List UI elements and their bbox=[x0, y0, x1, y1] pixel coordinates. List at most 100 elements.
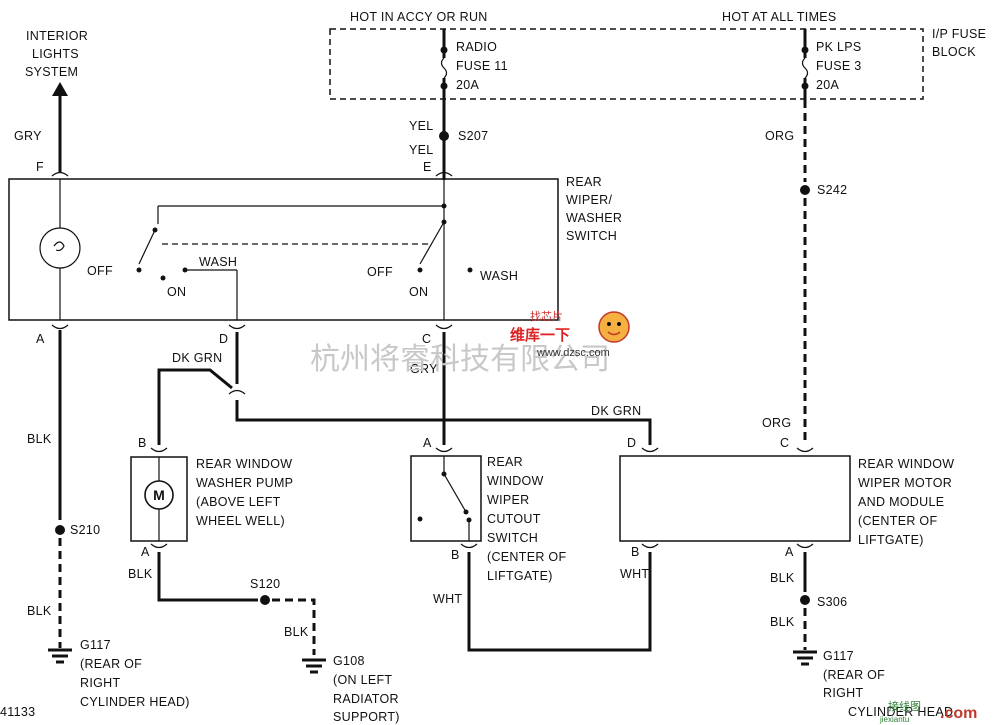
watermark-bottom-site: .com bbox=[940, 705, 977, 722]
pin-a-switch-label: A bbox=[36, 332, 45, 346]
connector-b-pump bbox=[150, 447, 168, 453]
pin-e-label: E bbox=[423, 160, 432, 174]
connector-a-switch bbox=[51, 324, 69, 330]
pump-name-2: WASHER PUMP bbox=[196, 476, 293, 490]
wiper-motor-module-box bbox=[619, 455, 851, 542]
watermark-logo: 维库一下 bbox=[510, 326, 570, 344]
connector-d-motor bbox=[641, 447, 659, 453]
motor-name-3: AND MODULE bbox=[858, 495, 944, 509]
blk-wire-label-left-2: BLK bbox=[27, 604, 52, 618]
left-wash-label: WASH bbox=[199, 255, 237, 269]
splice-s120-label: S120 bbox=[250, 577, 280, 591]
pin-a-motor-label: A bbox=[785, 545, 794, 559]
g117-right-label-2: (REAR OF bbox=[823, 668, 885, 682]
radio-fuse-label-2: FUSE 11 bbox=[456, 59, 508, 73]
pin-a-pump-label: A bbox=[141, 545, 150, 559]
switch-name-3: WASHER bbox=[566, 211, 622, 225]
gry-wire-label-top: GRY bbox=[14, 129, 42, 143]
connector-c-motor bbox=[796, 447, 814, 453]
right-off-label: OFF bbox=[367, 265, 393, 279]
right-wash-label: WASH bbox=[480, 269, 518, 283]
connector-a-cutout bbox=[435, 447, 453, 453]
connector-c-switch bbox=[435, 324, 453, 330]
rear-wiper-washer-switch-box bbox=[8, 178, 559, 321]
motor-name-2: WIPER MOTOR bbox=[858, 476, 952, 490]
blk-wire-label-left: BLK bbox=[27, 432, 52, 446]
switch-name-2: WIPER/ bbox=[566, 193, 612, 207]
fuse-block-label-1: I/P FUSE bbox=[932, 27, 986, 41]
cutout-name-3: WIPER bbox=[487, 493, 529, 507]
ground-g108-symbol bbox=[302, 658, 326, 674]
splice-s242 bbox=[800, 185, 810, 195]
watermark-bottom-cn: 接线图 bbox=[888, 699, 921, 713]
radio-fuse-node bbox=[440, 46, 448, 54]
pump-name-1: REAR WINDOW bbox=[196, 457, 292, 471]
pin-b-pump-label: B bbox=[138, 436, 147, 450]
pin-c-motor-label: C bbox=[780, 436, 789, 450]
watermark-bottom-en: jiexiantu bbox=[879, 715, 909, 724]
cutout-name-2: WINDOW bbox=[487, 474, 544, 488]
motor-name-1: REAR WINDOW bbox=[858, 457, 954, 471]
pin-c-switch-label: C bbox=[422, 332, 431, 346]
g117-left-label-2: (REAR OF bbox=[80, 657, 142, 671]
pin-d-motor-label: D bbox=[627, 436, 636, 450]
wht-wire-label-right: WHT bbox=[620, 567, 649, 581]
gry-wire-label-cutout: GRY bbox=[410, 362, 438, 376]
cutout-switch-blade bbox=[443, 473, 467, 513]
hot-all-times-label: HOT AT ALL TIMES bbox=[722, 10, 837, 24]
org-wire-label-top: ORG bbox=[765, 129, 794, 143]
left-on-label: ON bbox=[167, 285, 186, 299]
g117-left-label-4: CYLINDER HEAD) bbox=[80, 695, 190, 709]
left-off-label: OFF bbox=[87, 264, 113, 278]
g108-label-4: SUPPORT) bbox=[333, 710, 400, 724]
splice-s207 bbox=[439, 131, 449, 141]
interior-lights-label-1: INTERIOR bbox=[26, 29, 88, 43]
motor-symbol: M bbox=[153, 487, 165, 503]
interior-lights-arrow bbox=[52, 82, 68, 96]
cutout-name-7: LIFTGATE) bbox=[487, 569, 553, 583]
dk-grn-wire-label-2: DK GRN bbox=[591, 404, 641, 418]
pump-name-4: WHEEL WELL) bbox=[196, 514, 285, 528]
pin-b-motor-label: B bbox=[631, 545, 640, 559]
splice-s210 bbox=[55, 525, 65, 535]
watermark-logo-top: 找芯片 bbox=[530, 309, 563, 323]
pin-d-switch-label: D bbox=[219, 332, 228, 346]
connector-b-motor bbox=[641, 543, 659, 549]
switch-name-1: REAR bbox=[566, 175, 602, 189]
cutout-name-4: CUTOUT bbox=[487, 512, 541, 526]
pklps-fuse-node bbox=[801, 46, 809, 54]
blk-wire-label-right-2: BLK bbox=[770, 615, 795, 629]
cutout-name-1: REAR bbox=[487, 455, 523, 469]
g117-right-label-1: G117 bbox=[823, 649, 854, 663]
figure-id: 41133 bbox=[0, 705, 35, 719]
connector-d-switch bbox=[228, 324, 246, 330]
cutout-name-6: (CENTER OF bbox=[487, 550, 566, 564]
g117-right-label-3: RIGHT bbox=[823, 686, 863, 700]
splice-s306-label: S306 bbox=[817, 595, 847, 609]
pump-name-3: (ABOVE LEFT bbox=[196, 495, 281, 509]
splice-s306 bbox=[800, 595, 810, 605]
splice-s120 bbox=[260, 595, 270, 605]
blk-wire-label-right: BLK bbox=[770, 571, 795, 585]
switch-name-4: SWITCH bbox=[566, 229, 617, 243]
left-switch-blade bbox=[138, 229, 156, 265]
connector-e bbox=[435, 171, 453, 177]
g108-label-2: (ON LEFT bbox=[333, 673, 392, 687]
g117-left-label-1: G117 bbox=[80, 638, 111, 652]
pklps-fuse-label-3: 20A bbox=[816, 78, 840, 92]
connector-f bbox=[51, 171, 69, 177]
connector-b-cutout bbox=[460, 543, 478, 549]
cutout-switch-box bbox=[410, 455, 482, 542]
right-switch-blade bbox=[419, 221, 445, 265]
interior-lights-label-3: SYSTEM bbox=[25, 65, 78, 79]
ground-g117-left-symbol bbox=[48, 648, 72, 664]
connector-a-motor bbox=[796, 543, 814, 549]
cutout-name-5: SWITCH bbox=[487, 531, 538, 545]
fuse-block-label-2: BLOCK bbox=[932, 45, 976, 59]
interior-lights-label-2: LIGHTS bbox=[32, 47, 79, 61]
motor-name-4: (CENTER OF bbox=[858, 514, 937, 528]
yel-wire-label-1: YEL bbox=[409, 119, 434, 133]
g108-label-1: G108 bbox=[333, 654, 365, 668]
g108-label-3: RADIATOR bbox=[333, 692, 399, 706]
indicator-lamp bbox=[39, 227, 81, 269]
